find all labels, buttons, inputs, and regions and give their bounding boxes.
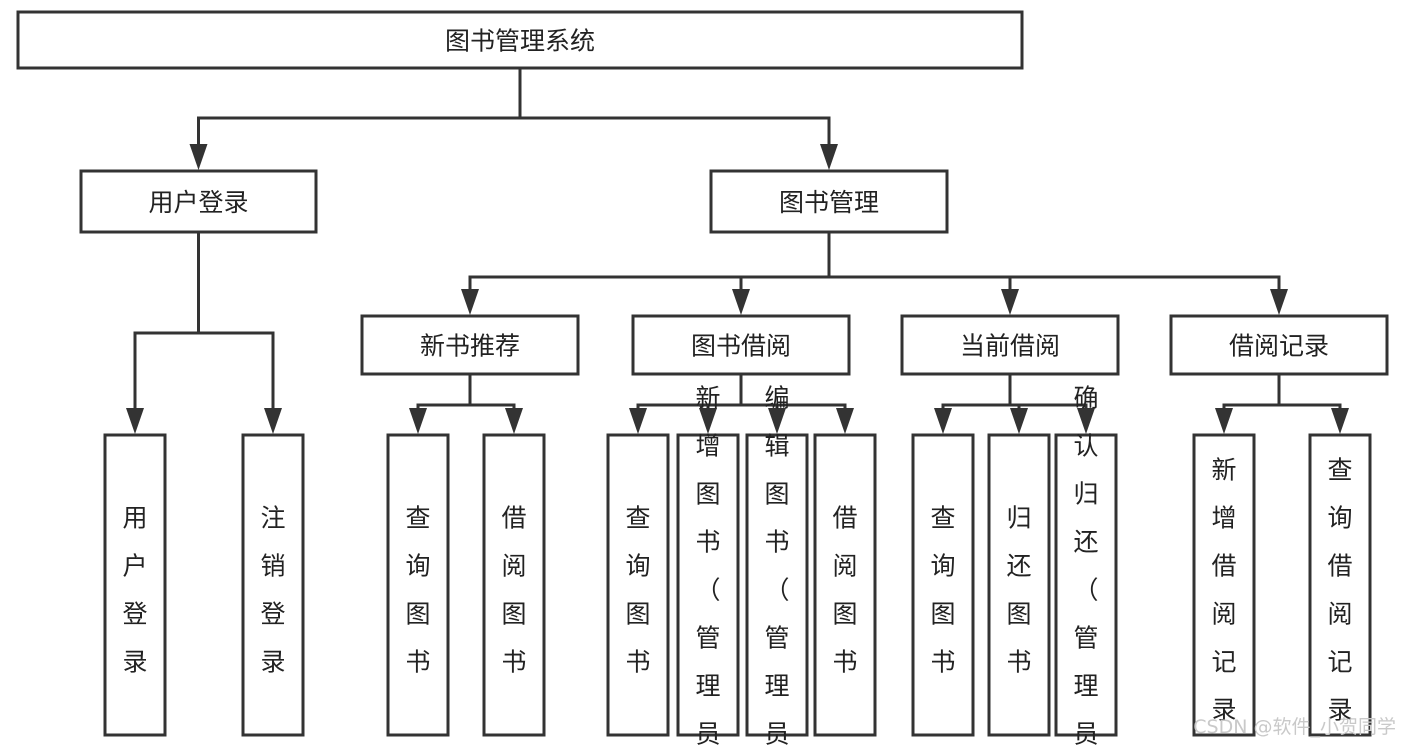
node-label: 图书管理系统 <box>445 27 595 56</box>
node-label: 注销登录 <box>260 503 285 676</box>
edge-group-new-book-rec <box>409 372 523 434</box>
node-user-login[interactable]: 用户登录 <box>79 169 318 234</box>
arrow-head-icon <box>1270 289 1288 315</box>
arrow-head-icon <box>836 408 854 434</box>
arrow-head-icon <box>189 144 208 170</box>
arrow-head-icon <box>1215 408 1233 434</box>
arrow-head-icon <box>629 408 647 434</box>
arrow-head-icon <box>699 408 717 434</box>
node-current-borrow[interactable]: 当前借阅 <box>900 314 1120 376</box>
node-box <box>482 433 546 737</box>
node-label: 查询图书 <box>625 503 650 676</box>
node-label: 用户登录 <box>122 503 147 676</box>
node-box <box>911 433 975 737</box>
arrow-head-icon <box>505 408 523 434</box>
arrow-head-icon <box>768 408 786 434</box>
connectors-layer <box>126 66 1349 434</box>
node-box <box>709 169 949 234</box>
node-leaf-query-record[interactable]: 查询借阅记录 <box>1308 433 1372 737</box>
node-box <box>386 433 450 737</box>
node-label: 查询图书 <box>405 503 430 676</box>
arrow-head-icon <box>264 408 282 434</box>
node-box <box>16 10 1024 70</box>
arrow-head-icon <box>732 289 750 315</box>
arrow-head-icon <box>409 408 427 434</box>
node-label: 查询图书 <box>930 503 955 676</box>
arrow-head-icon <box>1077 408 1095 434</box>
node-box <box>241 433 305 737</box>
node-leaf-add-book[interactable]: 新增图书（管理员） <box>676 383 740 747</box>
arrow-head-icon <box>1331 408 1349 434</box>
node-label: 新增图书（管理员） <box>695 383 720 747</box>
node-new-book-rec[interactable]: 新书推荐 <box>360 314 580 376</box>
node-leaf-borrow-book-1[interactable]: 借阅图书 <box>482 433 546 737</box>
node-leaf-query-book-3[interactable]: 查询图书 <box>911 433 975 737</box>
csdn-watermark: CSDN @软件_小贺同学 <box>1193 716 1396 738</box>
node-book-borrow[interactable]: 图书借阅 <box>631 314 851 376</box>
node-box <box>676 433 740 737</box>
node-box <box>1054 433 1118 737</box>
node-label: 借阅记录 <box>1229 332 1329 361</box>
node-leaf-logout[interactable]: 注销登录 <box>241 433 305 737</box>
node-label: 用户登录 <box>148 188 248 217</box>
node-label: 借阅图书 <box>832 503 857 676</box>
node-label: 图书借阅 <box>691 332 791 361</box>
nodes-layer: 图书管理系统用户登录图书管理新书推荐图书借阅当前借阅借阅记录用户登录注销登录查询… <box>16 10 1389 747</box>
node-label: 图书管理 <box>779 188 879 217</box>
arrow-head-icon <box>820 144 838 170</box>
node-label: 归还图书 <box>1006 503 1031 676</box>
node-leaf-query-book-2[interactable]: 查询图书 <box>606 433 670 737</box>
node-label: 确认归还（管理员） <box>1073 383 1098 747</box>
node-box <box>1169 314 1389 376</box>
node-label: 新增借阅记录 <box>1211 455 1236 724</box>
edge-group-book-manage <box>461 230 1288 315</box>
node-label: 当前借阅 <box>960 332 1060 361</box>
node-box <box>360 314 580 376</box>
arrow-head-icon <box>1010 408 1028 434</box>
node-borrow-record[interactable]: 借阅记录 <box>1169 314 1389 376</box>
arrow-head-icon <box>1001 289 1019 315</box>
arrow-head-icon <box>126 408 144 434</box>
node-leaf-confirm-return[interactable]: 确认归还（管理员） <box>1054 383 1118 747</box>
node-leaf-query-book-1[interactable]: 查询图书 <box>386 433 450 737</box>
arrow-head-icon <box>461 289 479 315</box>
node-leaf-return-book[interactable]: 归还图书 <box>987 433 1051 737</box>
node-box <box>1192 433 1256 737</box>
node-leaf-user-login[interactable]: 用户登录 <box>103 433 167 737</box>
edge-group-borrow-record <box>1215 372 1349 434</box>
edge-group-user-login <box>126 230 282 434</box>
node-box <box>1308 433 1372 737</box>
edge-group-book-borrow <box>629 372 854 434</box>
node-leaf-edit-book[interactable]: 编辑图书（管理员） <box>745 383 809 747</box>
node-book-manage[interactable]: 图书管理 <box>709 169 949 234</box>
node-label: 编辑图书（管理员） <box>764 383 789 747</box>
node-leaf-borrow-book-2[interactable]: 借阅图书 <box>813 433 877 737</box>
node-label: 新书推荐 <box>420 332 520 361</box>
node-box <box>987 433 1051 737</box>
node-label: 查询借阅记录 <box>1327 455 1352 724</box>
node-box <box>103 433 167 737</box>
node-box <box>79 169 318 234</box>
node-root[interactable]: 图书管理系统 <box>16 10 1024 70</box>
node-box <box>745 433 809 737</box>
arrow-head-icon <box>934 408 952 434</box>
node-box <box>900 314 1120 376</box>
edge-group-root <box>189 66 838 170</box>
node-leaf-add-record[interactable]: 新增借阅记录 <box>1192 433 1256 737</box>
node-box <box>631 314 851 376</box>
node-label: 借阅图书 <box>501 503 526 676</box>
node-box <box>813 433 877 737</box>
node-box <box>606 433 670 737</box>
edge-group-current-borrow <box>934 372 1095 434</box>
